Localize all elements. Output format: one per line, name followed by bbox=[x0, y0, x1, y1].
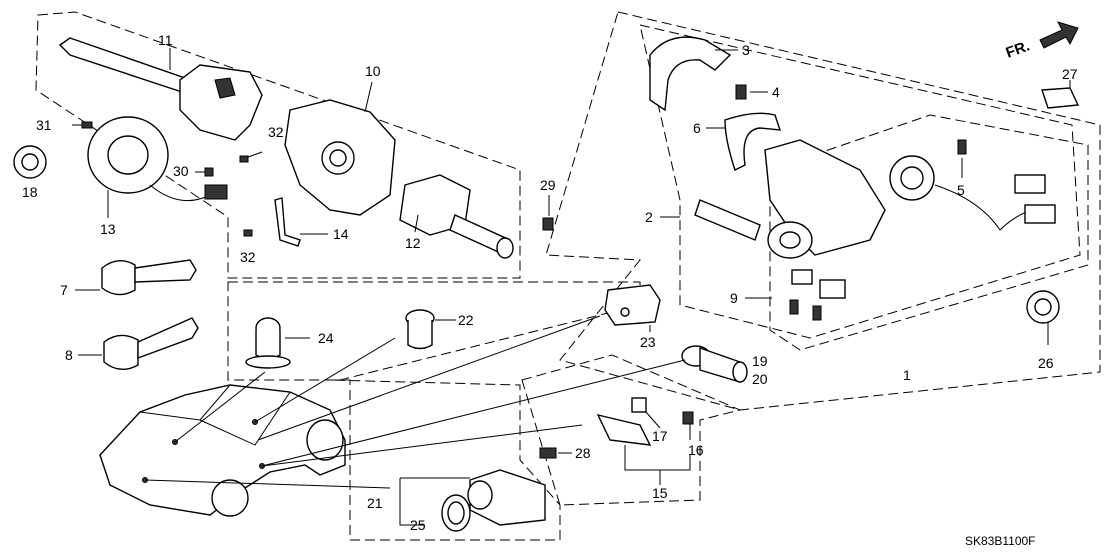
combination-switch-part bbox=[58, 37, 263, 141]
screw-30 bbox=[195, 167, 214, 177]
callout-13: 13 bbox=[100, 221, 116, 237]
callout-16: 16 bbox=[688, 442, 704, 458]
front-direction-arrow: FR. bbox=[1004, 21, 1079, 62]
callout-14: 14 bbox=[333, 226, 349, 242]
callout-2: 2 bbox=[645, 209, 653, 225]
callout-9: 9 bbox=[730, 290, 738, 306]
screw-32-upper bbox=[239, 151, 263, 163]
cylinder-19-20 bbox=[681, 345, 748, 383]
callout-12: 12 bbox=[405, 235, 421, 251]
callout-20: 20 bbox=[752, 371, 768, 387]
direction-label: FR. bbox=[1004, 38, 1033, 62]
clip-27 bbox=[1041, 80, 1080, 109]
callout-3: 3 bbox=[742, 42, 750, 58]
callout-8: 8 bbox=[65, 347, 73, 363]
retainer-25 bbox=[441, 494, 471, 532]
callout-11: 11 bbox=[158, 32, 173, 48]
key-7 bbox=[75, 259, 197, 296]
group-boundary-lower-left bbox=[227, 281, 641, 381]
callout-1: 1 bbox=[903, 367, 911, 383]
screw-32-lower bbox=[243, 229, 253, 237]
key-8 bbox=[78, 317, 199, 370]
harness-connector-9 bbox=[745, 269, 846, 321]
callout-21: 21 bbox=[367, 495, 383, 511]
callout-27: 27 bbox=[1062, 66, 1078, 82]
screw-31 bbox=[72, 121, 93, 129]
callout-26: 26 bbox=[1038, 355, 1054, 371]
cover-part-18 bbox=[13, 145, 47, 179]
callout-7: 7 bbox=[60, 282, 68, 298]
trunk-cylinder-21 bbox=[399, 469, 546, 526]
callout-labels: 11 10 32 31 30 18 13 14 32 12 7 8 3 4 6 … bbox=[22, 32, 1078, 548]
key-cylinder-22 bbox=[405, 309, 456, 350]
callout-25: 25 bbox=[410, 517, 426, 533]
diagram-code: SK83B1100F bbox=[965, 534, 1036, 548]
callout-19: 19 bbox=[752, 353, 768, 369]
cable-reel-part bbox=[87, 116, 228, 218]
cap-17 bbox=[631, 397, 661, 429]
group-boundary-switch-assembly bbox=[639, 24, 1081, 339]
callout-30: 30 bbox=[173, 163, 189, 179]
callout-24: 24 bbox=[318, 330, 334, 346]
switch-body-part bbox=[284, 81, 396, 216]
callout-5: 5 bbox=[957, 182, 965, 198]
vehicle-outline bbox=[99, 384, 346, 517]
callout-15: 15 bbox=[652, 485, 668, 501]
bracket-6 bbox=[706, 112, 782, 171]
vehicle-leaders bbox=[144, 315, 686, 489]
ignition-switch-part bbox=[889, 139, 1056, 231]
callout-31: 31 bbox=[36, 117, 52, 133]
callout-18: 18 bbox=[22, 184, 38, 200]
cover-part-3 bbox=[649, 36, 738, 112]
clip-26 bbox=[1026, 290, 1060, 345]
callout-10: 10 bbox=[365, 63, 381, 79]
callout-32-upper: 32 bbox=[268, 124, 284, 140]
callout-29: 29 bbox=[540, 177, 556, 193]
callout-4: 4 bbox=[772, 84, 780, 100]
callout-28: 28 bbox=[575, 445, 591, 461]
callout-6: 6 bbox=[693, 120, 701, 136]
steering-lock-part bbox=[660, 139, 886, 259]
callout-23: 23 bbox=[640, 334, 656, 350]
switch-23 bbox=[604, 284, 661, 332]
callout-17: 17 bbox=[652, 428, 668, 444]
group-boundary-harness bbox=[769, 114, 1089, 351]
wiper-switch-part bbox=[399, 174, 514, 259]
key-cylinder-24 bbox=[245, 317, 310, 369]
bolt-29 bbox=[542, 195, 554, 231]
callout-22: 22 bbox=[458, 312, 474, 328]
group-boundary-glove bbox=[521, 354, 742, 506]
bolt-28 bbox=[539, 447, 572, 459]
screw-4 bbox=[735, 84, 768, 100]
group-boundary-column-switches bbox=[35, 11, 521, 279]
callout-32-lower: 32 bbox=[240, 249, 256, 265]
bolt-16 bbox=[682, 411, 694, 440]
latch-15 bbox=[596, 413, 691, 485]
bracket-14 bbox=[274, 197, 328, 247]
